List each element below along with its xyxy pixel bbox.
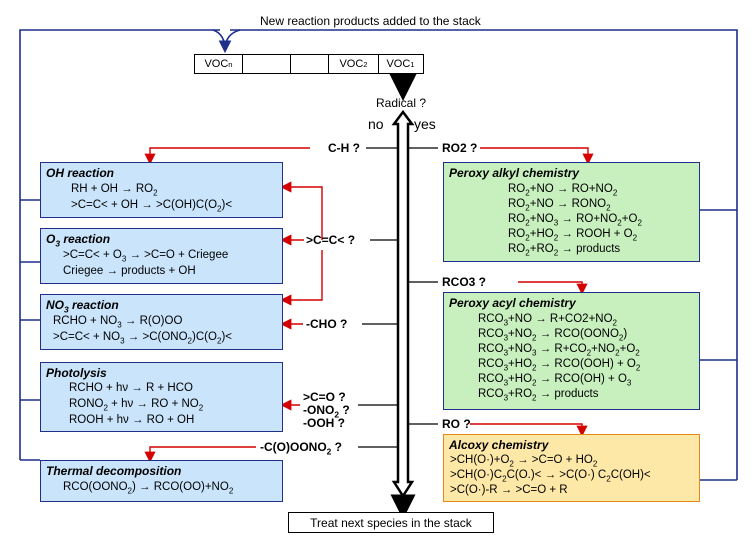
- question-ro2: RO2 ?: [442, 141, 478, 155]
- alcoxy-box: Alcoxy chemistry >CH(O·)+O2 → >C=O + HO2…: [443, 434, 700, 502]
- peroxy-acyl-line: RCO3+HO2 → RCO(OOH) + O2: [478, 358, 641, 373]
- o3-reaction-title: O3 reaction: [46, 232, 111, 249]
- peroxy-acyl-line: RCO3+NO3 → R+CO2+NO2+O2: [478, 343, 640, 358]
- no3-reaction-box: NO3 reaction RCHO + NO3 → R(O)OO >C=C< +…: [40, 294, 283, 350]
- peroxy-alkyl-line: RO2+NO → RONO2: [508, 198, 611, 213]
- alcoxy-title: Alcoxy chemistry: [449, 438, 549, 452]
- o3-reaction-box: O3 reaction >C=C< + O3 → >C=O + Criegee …: [40, 228, 283, 284]
- stack-cell-empty: [243, 55, 291, 73]
- no-label: no: [368, 116, 384, 132]
- o3-reaction-line: Criegee → products + OH: [63, 265, 196, 277]
- photolysis-line: ROOH + hν → RO + OH: [69, 414, 195, 426]
- central-decision-arrow: [391, 109, 415, 499]
- next-species-box: Treat next species in the stack: [288, 512, 494, 533]
- yes-label: yes: [414, 116, 436, 132]
- peroxy-acyl-line: RCO3+HO2 → RCO(OH) + O3: [478, 373, 632, 388]
- no3-reaction-line: >C=C< + NO3 → >C(ONO2)C(O2)<: [53, 331, 232, 346]
- no3-reaction-line: RCHO + NO3 → R(O)OO: [53, 315, 183, 330]
- stack-cell-empty: [291, 55, 329, 73]
- peroxy-acyl-line: RCO3+NO2 → RCO(OONO2): [478, 328, 628, 343]
- oh-reaction-line: >C=C< + OH → >C(OH)C(O2)<: [71, 199, 233, 214]
- radical-question: Radical ?: [376, 96, 427, 110]
- photolysis-title: Photolysis: [46, 366, 107, 380]
- alcoxy-line: >CH(O·)+O2 → >C=O + HO2: [450, 454, 598, 469]
- photolysis-line: RCHO + hν → R + HCO: [69, 382, 193, 394]
- peroxy-alkyl-line: RO2+NO → RO+NO2: [508, 183, 618, 198]
- question-ch: C-H ?: [328, 141, 360, 155]
- peroxy-alkyl-line: RO2+HO2 → ROOH + O2: [508, 228, 638, 243]
- peroxy-alkyl-title: Peroxy alkyl chemistry: [449, 166, 580, 180]
- alcoxy-line: >C(O·)-R → >C=O + R: [450, 484, 568, 496]
- peroxy-acyl-title: Peroxy acyl chemistry: [449, 296, 576, 310]
- peroxy-alkyl-line: RO2+RO2 → products: [508, 243, 621, 258]
- question-hydroperoxide: -OOH ?: [303, 416, 345, 430]
- photolysis-box: Photolysis RCHO + hν → R + HCO RONO2 + h…: [40, 362, 283, 432]
- thermal-decomposition-title: Thermal decomposition: [46, 464, 182, 478]
- question-nitrate: -ONO2 ?: [303, 403, 350, 420]
- feedback-loop: [19, 29, 738, 481]
- thermal-decomposition-box: Thermal decomposition RCO(OONO2) → RCO(O…: [40, 460, 283, 502]
- oh-reaction-title: OH reaction: [46, 166, 115, 180]
- question-rco3: RCO3 ?: [442, 275, 487, 289]
- alcoxy-line: >CH(O·)C2C(O.)< → >C(O·) C2C(OH)<: [450, 469, 651, 484]
- question-carbonyl: >C=O ?: [303, 390, 346, 404]
- question-ro: RO ?: [442, 417, 471, 431]
- peroxy-alkyl-box: Peroxy alkyl chemistry RO2+NO → RO+NO2 R…: [443, 162, 700, 262]
- oh-reaction-line: RH + OH → RO2: [71, 183, 158, 198]
- top-caption: New reaction products added to the stack: [260, 14, 481, 28]
- question-pan: -C(O)OONO2 ?: [260, 440, 342, 457]
- photolysis-line: RONO2 + hν → RO + NO2: [69, 398, 204, 413]
- peroxy-alkyl-line: RO2+NO3 → RO+NO2+O2: [508, 213, 642, 228]
- thermal-decomposition-line: RCO(OONO2) → RCO(OO)+NO2: [63, 481, 234, 496]
- oh-reaction-box: OH reaction RH + OH → RO2 >C=C< + OH → >…: [40, 162, 283, 218]
- peroxy-acyl-line: RCO3+NO → R+CO2+NO2: [478, 313, 618, 328]
- question-cc: >C=C< ?: [306, 233, 356, 247]
- peroxy-acyl-line: RCO3+RO2 → products: [478, 388, 599, 403]
- o3-reaction-line: >C=C< + O3 → >C=O + Criegee: [63, 249, 229, 264]
- peroxy-acyl-box: Peroxy acyl chemistry RCO3+NO → R+CO2+NO…: [443, 292, 700, 410]
- no3-reaction-title: NO3 reaction: [46, 298, 119, 315]
- question-cho: -CHO ?: [306, 317, 348, 331]
